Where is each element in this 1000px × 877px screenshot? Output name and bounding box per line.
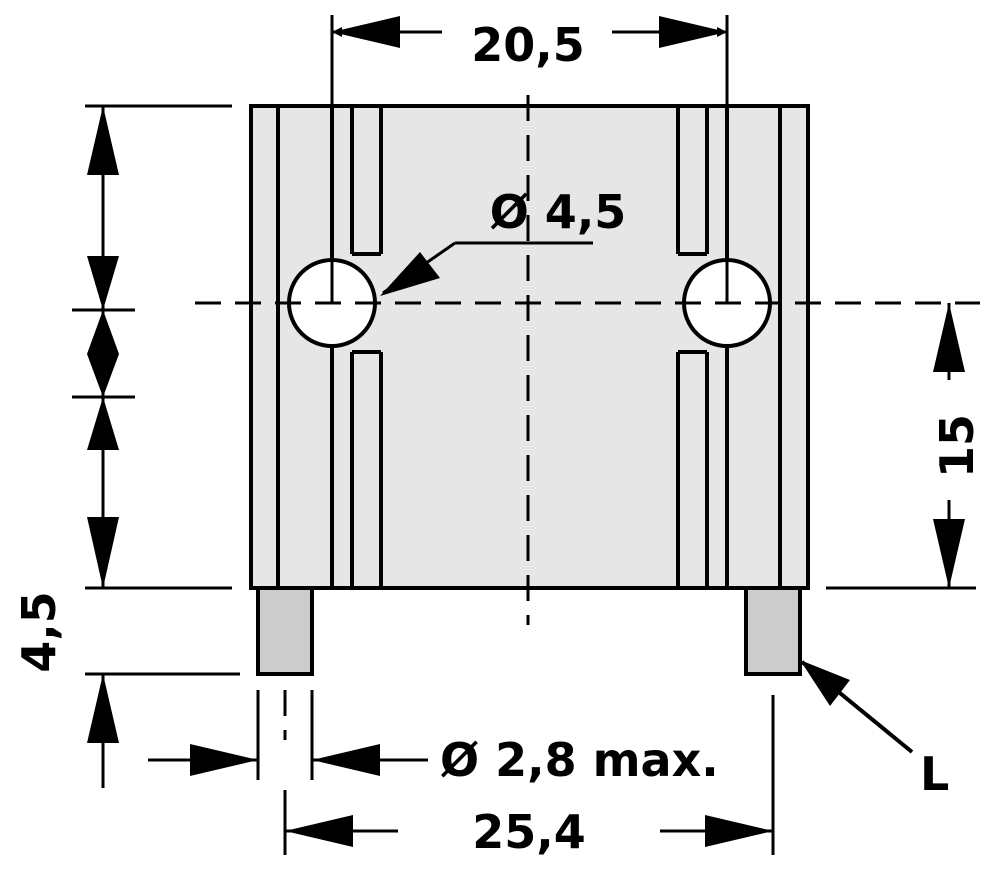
dim-label-top-width: 20,5 [471,18,585,72]
center-lines [195,95,980,740]
dim-label-right-height: 15 [930,414,984,478]
left-solder-pin [256,586,314,676]
arrowhead [312,744,380,776]
dim-label-pin-length: 4,5 [12,591,66,673]
dim-label-hole-diameter: Ø 4,5 [490,185,627,239]
arrowhead [87,517,119,588]
arrowhead [87,354,119,397]
arrowhead [659,16,727,48]
arrowhead [87,256,119,310]
arrowhead [332,16,400,48]
right-solder-pin [744,586,802,676]
pin-label-leader: L [800,660,949,801]
arrowhead [190,744,258,776]
pin-label: L [920,747,949,801]
arrowhead [933,303,965,372]
arrowhead [87,397,119,450]
arrowhead [933,519,965,588]
dimension-hole-diameter: Ø 4,5 [380,185,626,296]
arrowhead [285,815,353,847]
arrowhead [87,106,119,175]
dim-label-pin-diameter: Ø 2,8 max. [440,733,719,787]
arrowhead [87,310,119,354]
dim-label-bottom-width: 25,4 [472,805,586,859]
arrowhead [87,674,119,743]
arrowhead [705,815,773,847]
